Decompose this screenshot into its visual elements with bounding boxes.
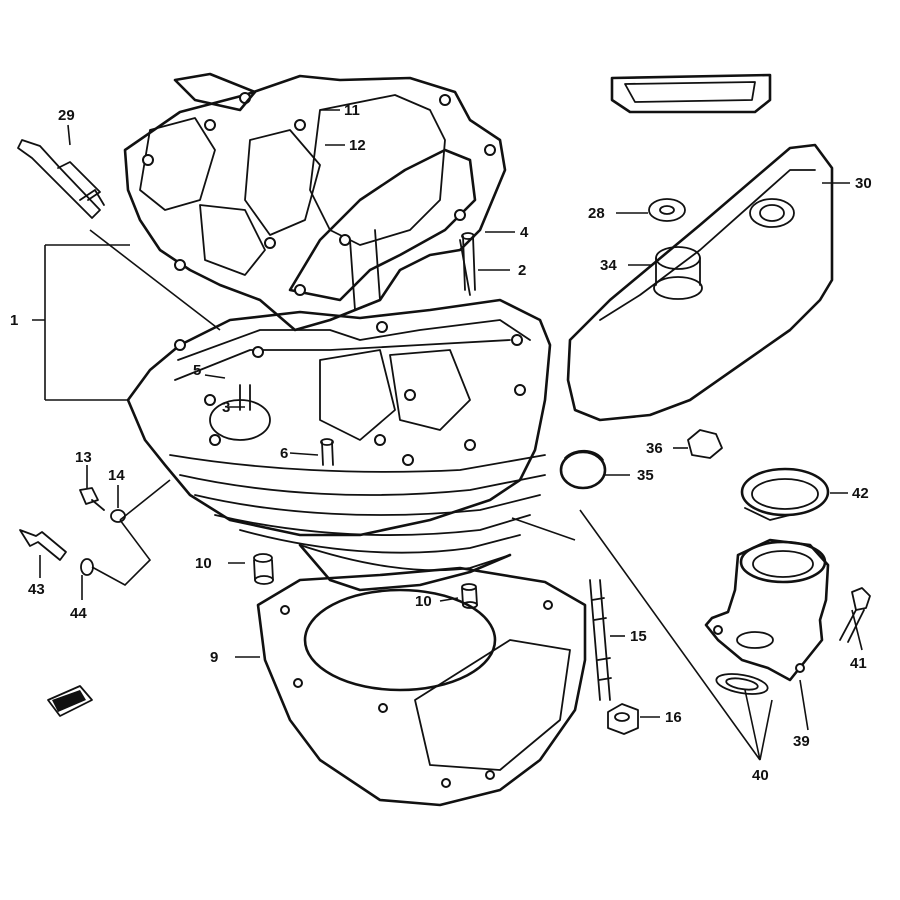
callout-15: 15 xyxy=(630,628,647,645)
bolt-13 xyxy=(79,487,105,511)
stud-bolt xyxy=(589,579,612,701)
cylinder-head xyxy=(123,72,552,592)
callout-41: 41 xyxy=(850,655,867,672)
callout-35: 35 xyxy=(637,467,654,484)
intake-gasket-40 xyxy=(715,673,769,695)
callout-40: 40 xyxy=(752,767,769,784)
callout-43: 43 xyxy=(28,581,45,598)
callout-10b: 10 xyxy=(415,593,432,610)
callout-29: 29 xyxy=(58,107,75,124)
leader-lines xyxy=(32,109,863,761)
callout-12: 12 xyxy=(349,137,366,154)
callout-42: 42 xyxy=(852,485,869,502)
callout-9: 9 xyxy=(210,649,218,666)
callout-1: 1 xyxy=(10,312,18,329)
top-cover-plate xyxy=(610,73,772,114)
head-cover xyxy=(566,143,834,422)
callout-10a: 10 xyxy=(195,555,212,572)
callout-36: 36 xyxy=(646,440,663,457)
callout-2: 2 xyxy=(518,262,526,279)
callout-44: 44 xyxy=(70,605,87,622)
spark-plug xyxy=(17,139,105,219)
callout-5: 5 xyxy=(193,362,201,379)
plug-cap xyxy=(648,198,686,222)
bolt-43 xyxy=(19,529,67,561)
callout-30: 30 xyxy=(855,175,872,192)
nut-36 xyxy=(687,429,723,459)
dowel-pin-b xyxy=(461,583,478,609)
callout-3: 3 xyxy=(222,399,230,416)
callout-4: 4 xyxy=(520,224,529,241)
callout-6: 6 xyxy=(280,445,288,462)
intake-pipe-highlighted xyxy=(704,538,830,682)
washer-44 xyxy=(80,558,94,576)
callouts: 1 2 3 4 5 6 9 10 10 11 12 13 14 15 16 28… xyxy=(10,102,872,784)
callout-34: 34 xyxy=(600,257,617,274)
head-gasket xyxy=(256,566,587,807)
nut-16 xyxy=(607,703,639,735)
front-arrow-mark xyxy=(47,685,93,717)
oil-filler-cap xyxy=(653,246,703,300)
callout-39: 39 xyxy=(793,733,810,750)
plug-35 xyxy=(559,449,607,490)
hose-clamp-42 xyxy=(740,467,830,521)
bolt-41 xyxy=(839,587,871,643)
callout-28: 28 xyxy=(588,205,605,222)
washer-14 xyxy=(110,509,126,523)
callout-14: 14 xyxy=(108,467,125,484)
callout-16: 16 xyxy=(665,709,682,726)
callout-11: 11 xyxy=(344,102,360,119)
callout-13: 13 xyxy=(75,449,92,466)
dowel-pin-a xyxy=(253,553,274,585)
